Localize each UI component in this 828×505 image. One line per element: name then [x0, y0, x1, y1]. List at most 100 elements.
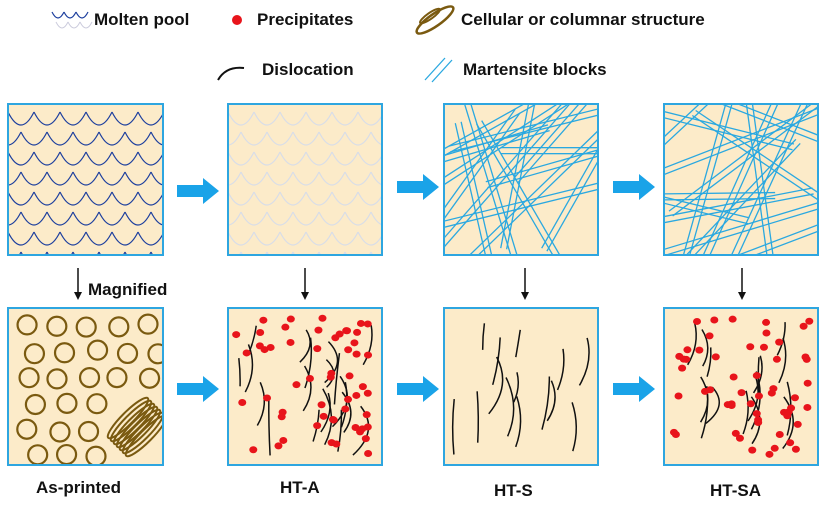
- molten-pool-arc: [137, 231, 163, 246]
- precipitate-dot: [786, 439, 795, 447]
- precipitate-dot: [762, 318, 771, 326]
- dislocation-line: [333, 353, 341, 405]
- molten-pool-arc: [370, 131, 382, 146]
- molten-pool-arc: [344, 171, 372, 186]
- magnify-arrow-head: [74, 292, 82, 300]
- precipitate-dot: [728, 315, 737, 323]
- martensite-block-line: [685, 138, 797, 255]
- martensite-block-line: [691, 114, 818, 201]
- molten-pool-arc: [46, 131, 74, 146]
- precipitate-dot: [327, 369, 336, 377]
- precipitate-dot: [249, 446, 258, 454]
- molten-pool-arc: [240, 211, 268, 226]
- molten-pool-arc: [111, 191, 139, 206]
- molten-pool-arc: [397, 132, 423, 145]
- panel-border: [227, 307, 383, 466]
- molten-pool-arc: [124, 131, 152, 146]
- molten-pool-arc: [177, 132, 203, 145]
- legend-dislocation: Dislocation: [262, 60, 354, 79]
- legend-molten-pool: Molten pool: [94, 10, 190, 29]
- molten-pool-arc: [228, 151, 255, 166]
- cellular-structure: [75, 316, 97, 338]
- molten-pool-arc: [8, 232, 9, 234]
- molten-pool-arc: [137, 191, 163, 206]
- molten-pool-arc: [137, 151, 163, 166]
- precipitate-dot: [363, 320, 372, 328]
- dislocation-line: [451, 398, 455, 455]
- molten-pool-arc: [266, 131, 294, 146]
- martensite-block-line: [444, 124, 549, 157]
- martensite-block-line: [444, 104, 571, 249]
- molten-pool-arc: [72, 211, 100, 226]
- precipitate-dot: [683, 346, 692, 354]
- molten-pool-arc: [72, 131, 100, 146]
- panel-content: [8, 111, 203, 255]
- molten-pool-arc: [33, 231, 61, 246]
- precipitate-dot: [314, 326, 323, 334]
- panel-border: [443, 103, 599, 256]
- panel-0-3: [663, 103, 819, 256]
- precipitate-dot: [669, 428, 678, 436]
- molten-pool-arc: [85, 231, 113, 246]
- process-arrow: [177, 376, 219, 402]
- molten-pool-arc: [344, 211, 372, 226]
- panel-label-as-printed: As-printed: [36, 478, 121, 497]
- dislocation-line: [578, 337, 590, 386]
- dislocation-line: [513, 372, 520, 403]
- molten-pool-arc: [318, 131, 346, 146]
- cellular-structure: [46, 315, 68, 337]
- martensite-block-line: [664, 193, 814, 224]
- precipitate-dot: [731, 429, 740, 437]
- dislocation-line: [304, 337, 313, 389]
- cellular-structure: [24, 393, 47, 416]
- precipitate-dot: [263, 394, 272, 402]
- cellular-structure: [85, 445, 107, 465]
- precipitate-dot: [723, 401, 732, 409]
- precipitate-dot: [351, 423, 360, 431]
- dislocation-line: [238, 358, 241, 387]
- martensite-block-line: [541, 147, 598, 249]
- molten-pool-icon: [67, 21, 81, 29]
- molten-pool-arc: [228, 231, 255, 246]
- martensite-block-line: [546, 159, 598, 252]
- precipitate-dot: [729, 373, 738, 381]
- precipitate-icon: [232, 15, 242, 25]
- molten-pool-arc: [8, 112, 9, 114]
- precipitate-dot: [352, 350, 361, 358]
- martensite-block-line: [444, 104, 526, 150]
- molten-pool-arc: [111, 151, 139, 166]
- dislocation-line: [699, 376, 709, 423]
- legend: [51, 5, 455, 83]
- martensite-block-line: [460, 121, 493, 255]
- process-arrow: [397, 174, 439, 200]
- martensite-block-line: [682, 104, 727, 255]
- magnify-arrow-head: [738, 292, 746, 300]
- precipitate-dot: [279, 436, 288, 444]
- molten-pool-arc: [384, 192, 410, 205]
- precipitate-dot: [364, 449, 373, 457]
- dislocation-line: [705, 386, 720, 425]
- martensite-block-line: [737, 104, 809, 255]
- molten-pool-arc: [279, 231, 307, 246]
- molten-pool-arc: [59, 151, 87, 166]
- columnar-structure: [118, 408, 162, 452]
- molten-pool-arc: [305, 111, 333, 126]
- molten-pool-arc: [305, 151, 333, 166]
- molten-pool-arc: [253, 111, 281, 126]
- precipitate-dot: [259, 316, 268, 324]
- cellular-structure: [137, 313, 159, 335]
- cellular-structure: [147, 343, 163, 365]
- precipitate-dot: [791, 445, 800, 453]
- molten-pool-arc: [164, 232, 190, 245]
- precipitate-dot: [793, 420, 802, 428]
- cellular-structure: [49, 421, 71, 443]
- dislocation-line: [752, 355, 763, 394]
- precipitate-dot: [345, 372, 354, 380]
- molten-pool-arc: [8, 131, 22, 146]
- precipitate-dot: [341, 405, 350, 413]
- panel-content: [664, 104, 818, 255]
- molten-pool-arc: [72, 171, 100, 186]
- precipitate-dot: [711, 353, 720, 361]
- molten-pool-arc: [8, 211, 22, 226]
